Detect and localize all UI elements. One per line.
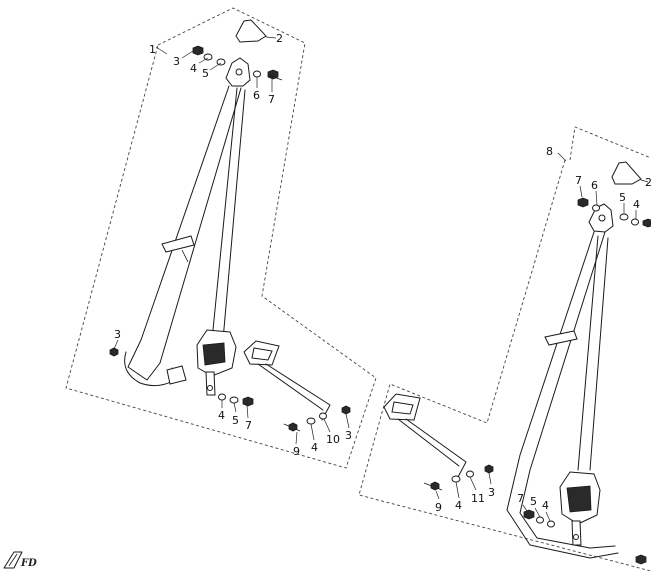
upper-fastener-stack-right bbox=[577, 197, 651, 228]
callout-7: 7 bbox=[268, 93, 275, 106]
lower-anchor-plate bbox=[166, 365, 187, 385]
right-callouts: 8 2 7 6 5 4 9 4 11 3 7 5 4 bbox=[435, 145, 651, 514]
callout-5r: 5 bbox=[619, 191, 626, 204]
callout-6r: 6 bbox=[591, 179, 598, 192]
left-seat-belt-assembly: 1 2 3 4 5 6 7 3 4 5 7 9 4 10 3 bbox=[65, 7, 377, 469]
callout-4c: 4 bbox=[311, 441, 318, 454]
buckle-assembly-right bbox=[383, 393, 467, 478]
retractor-unit-right bbox=[559, 471, 601, 546]
callout-3c: 3 bbox=[345, 429, 352, 442]
callout-5rb: 5 bbox=[530, 495, 537, 508]
callout-4rb: 4 bbox=[455, 499, 462, 512]
buckle-fastener-stack bbox=[283, 405, 351, 432]
callout-3b: 3 bbox=[114, 328, 121, 341]
shoulder-belt-return bbox=[211, 87, 246, 341]
callout-4rc: 4 bbox=[542, 499, 549, 512]
callout-1: 1 bbox=[149, 43, 156, 56]
callout-9: 9 bbox=[293, 445, 300, 458]
callout-4r: 4 bbox=[633, 198, 640, 211]
anchor-cover-right bbox=[611, 161, 642, 185]
callout-5b: 5 bbox=[232, 414, 239, 427]
callout-4b: 4 bbox=[218, 409, 225, 422]
anchor-cover bbox=[235, 19, 267, 43]
callout-4: 4 bbox=[190, 62, 197, 75]
callout-5: 5 bbox=[202, 67, 209, 80]
callout-3r: 3 bbox=[488, 486, 495, 499]
callout-2: 2 bbox=[276, 32, 283, 45]
callout-9r: 9 bbox=[435, 501, 442, 514]
strap-guide bbox=[161, 235, 195, 253]
buckle-assembly bbox=[243, 340, 331, 421]
left-assembly-boundary bbox=[65, 7, 377, 469]
shoulder-belt-webbing-right bbox=[506, 231, 619, 559]
right-assembly-boundary bbox=[358, 126, 651, 571]
shoulder-belt-webbing bbox=[127, 85, 242, 381]
callout-3: 3 bbox=[173, 55, 180, 68]
right-leader-lines bbox=[435, 152, 649, 522]
lower-fastener-stack-right bbox=[523, 509, 647, 565]
callout-10: 10 bbox=[326, 433, 340, 446]
callout-11: 11 bbox=[471, 492, 485, 505]
callout-2r: 2 bbox=[645, 176, 651, 189]
strap-guide-right bbox=[544, 330, 578, 346]
right-seat-belt-assembly: 8 2 7 6 5 4 9 4 11 3 7 5 4 bbox=[358, 126, 651, 571]
callout-6: 6 bbox=[253, 89, 260, 102]
upper-fastener-stack bbox=[192, 45, 283, 81]
buckle-fastener-stack-right bbox=[423, 464, 494, 491]
callout-7b: 7 bbox=[245, 419, 252, 432]
callout-7r: 7 bbox=[575, 174, 582, 187]
left-callouts: 1 2 3 4 5 6 7 3 4 5 7 9 4 10 3 bbox=[114, 32, 352, 458]
shoulder-belt-return-right bbox=[519, 231, 616, 549]
callout-8: 8 bbox=[546, 145, 553, 158]
anchor-bolt-hole bbox=[235, 68, 243, 76]
callout-7rb: 7 bbox=[517, 492, 524, 505]
logo-text: FD bbox=[20, 558, 37, 569]
retractor-unit bbox=[196, 329, 237, 396]
manufacturer-logo: FD bbox=[3, 551, 37, 569]
left-leader-lines bbox=[113, 36, 350, 445]
